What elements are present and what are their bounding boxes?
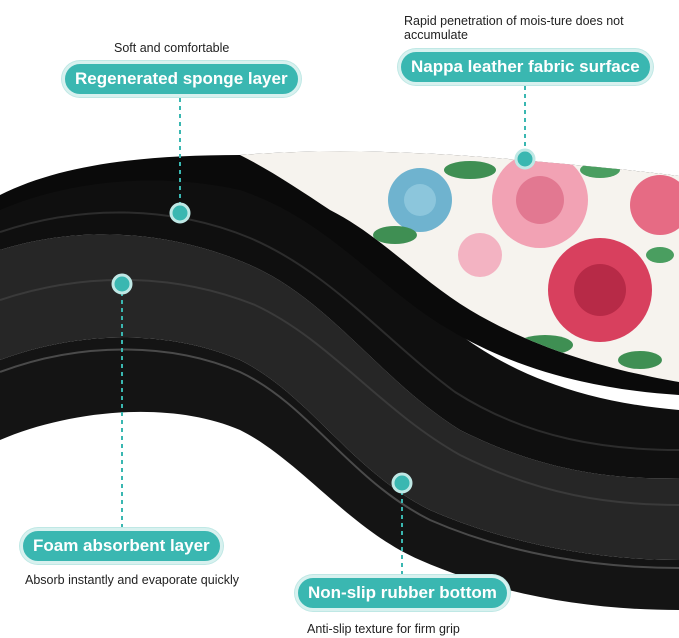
foam-layer bbox=[0, 234, 679, 560]
sponge-label: Regenerated sponge layer bbox=[62, 61, 301, 97]
sponge-caption: Soft and comfortable bbox=[114, 41, 230, 55]
rubber-bottom-layer bbox=[0, 337, 679, 610]
foam-label: Foam absorbent layer bbox=[20, 528, 223, 564]
dot-foam bbox=[111, 273, 133, 295]
dot-sponge bbox=[169, 202, 191, 224]
foam-caption: Absorb instantly and evaporate quickly bbox=[25, 573, 240, 587]
dot-nappa bbox=[514, 148, 536, 170]
sponge-layer bbox=[0, 168, 679, 479]
rubber-caption: Anti-slip texture for firm grip bbox=[307, 622, 460, 636]
nappa-caption: Rapid penetration of mois-ture does not … bbox=[404, 14, 624, 42]
rubber-label: Non-slip rubber bottom bbox=[295, 575, 510, 611]
nappa-label: Nappa leather fabric surface bbox=[398, 49, 653, 85]
dot-rubber bbox=[391, 472, 413, 494]
